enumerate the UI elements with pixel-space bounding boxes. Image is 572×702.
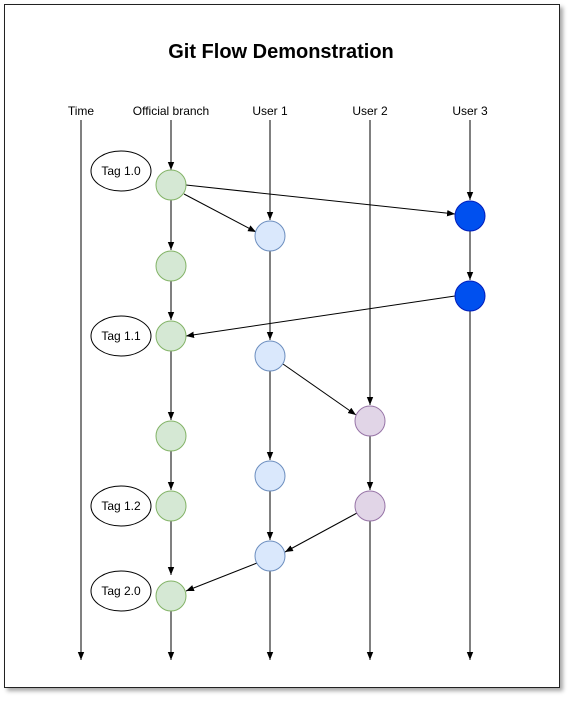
user1-commit-node bbox=[254, 540, 286, 572]
lane-label-user-1: User 1 bbox=[252, 104, 288, 118]
user1-commit-node bbox=[254, 220, 286, 252]
lane-label-time: Time bbox=[68, 104, 95, 118]
official-commit-node bbox=[155, 169, 187, 201]
user3-commit-node bbox=[454, 200, 486, 232]
tag-1-0: Tag 1.0 bbox=[90, 150, 152, 192]
user1-to-official-arrow bbox=[185, 562, 258, 592]
official-commit-node bbox=[155, 320, 187, 352]
tag-ellipse bbox=[90, 570, 152, 612]
user1-commit-node bbox=[254, 460, 286, 492]
tag-label: Tag 2.0 bbox=[101, 584, 141, 598]
official-commit-node bbox=[155, 250, 187, 282]
official-to-user3-arrow bbox=[185, 184, 456, 217]
lane-label-official-branch: Official branch bbox=[133, 104, 209, 118]
official-to-user1-arrow bbox=[183, 193, 257, 233]
user2-to-user1-arrow bbox=[284, 512, 358, 553]
tag-label: Tag 1.1 bbox=[101, 329, 141, 343]
tag-ellipse bbox=[90, 150, 152, 192]
official-commit-node bbox=[155, 420, 187, 452]
user3-to-official-arrow bbox=[185, 295, 456, 338]
user2-commit-node bbox=[354, 490, 386, 522]
tag-ellipse bbox=[90, 485, 152, 527]
user1-commit-node bbox=[254, 340, 286, 372]
tag-label: Tag 1.0 bbox=[101, 164, 141, 178]
lane-label-user-2: User 2 bbox=[352, 104, 388, 118]
user2-commit-node bbox=[354, 405, 386, 437]
lane-label-user-3: User 3 bbox=[452, 104, 488, 118]
tag-label: Tag 1.2 bbox=[101, 499, 141, 513]
tag-1-2: Tag 1.2 bbox=[90, 485, 152, 527]
official-commit-node bbox=[155, 580, 187, 612]
tag-1-1: Tag 1.1 bbox=[90, 315, 152, 357]
user3-commit-node bbox=[454, 280, 486, 312]
tag-ellipse bbox=[90, 315, 152, 357]
diagram-title: Git Flow Demonstration bbox=[168, 41, 394, 63]
tag-2-0: Tag 2.0 bbox=[90, 570, 152, 612]
user1-to-user2-arrow bbox=[282, 363, 357, 416]
official-commit-node bbox=[155, 490, 187, 522]
